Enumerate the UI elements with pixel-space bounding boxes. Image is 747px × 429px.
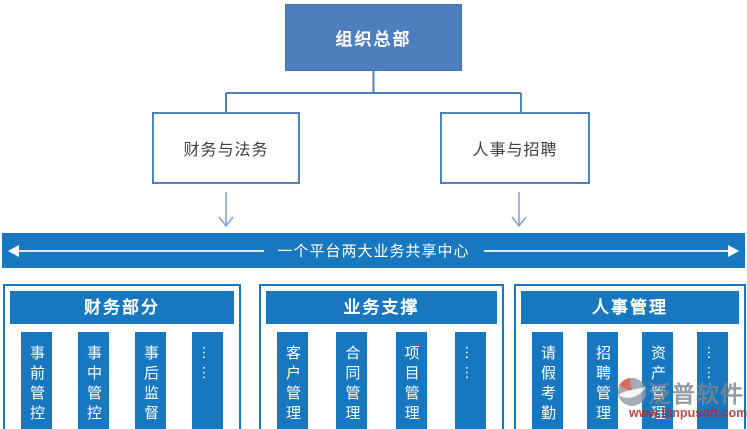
item-customer-mgmt: 客户管理 [277, 332, 308, 429]
item-pre-control: 事前管控 [21, 332, 52, 429]
item-leave-attendance: 请假考勤 [532, 332, 563, 429]
section-finance: 财务部分 事前管控 事中管控 事后监督 …… [3, 284, 241, 429]
shared-center-label: 一个平台两大业务共享中心 [277, 243, 470, 260]
item-more-dots: …… [454, 332, 486, 429]
item-mid-control: 事中管控 [78, 332, 109, 429]
arrow-left-icon [8, 244, 19, 257]
section-business-items: 客户管理 合同管理 项目管理 …… [261, 324, 502, 429]
item-recruit-mgmt: 招聘管理 [587, 332, 618, 429]
item-asset-mgmt: 资产管理 [642, 332, 673, 429]
root-node-hq: 组织总部 [285, 4, 462, 71]
item-post-supervision: 事后监督 [135, 332, 166, 429]
item-more-dots: …… [192, 332, 223, 429]
section-hr: 人事管理 请假考勤 招聘管理 资产管理 …… [514, 284, 746, 429]
node-hr-recruiting-label: 人事与招聘 [472, 142, 558, 159]
down-arrow-icon [218, 192, 527, 228]
section-hr-items: 请假考勤 招聘管理 资产管理 …… [516, 324, 744, 429]
root-node-label: 组织总部 [335, 30, 412, 49]
node-finance-legal-label: 财务与法务 [183, 142, 269, 159]
item-project-mgmt: 项目管理 [395, 332, 427, 429]
section-finance-items: 事前管控 事中管控 事后监督 …… [5, 324, 239, 429]
section-business-support: 业务支撑 客户管理 合同管理 项目管理 …… [259, 284, 504, 429]
section-business-title: 业务支撑 [266, 291, 497, 324]
node-hr-recruiting: 人事与招聘 [440, 112, 590, 184]
section-finance-title: 财务部分 [10, 291, 234, 324]
shared-center-bar: 一个平台两大业务共享中心 [2, 233, 745, 268]
arrow-right-icon [728, 244, 740, 257]
item-contract-mgmt: 合同管理 [336, 332, 368, 429]
bar-line-left [19, 249, 264, 252]
item-more-dots: …… [697, 332, 728, 429]
section-hr-title: 人事管理 [521, 291, 739, 324]
node-finance-legal: 财务与法务 [152, 112, 300, 184]
bar-line-right [483, 249, 729, 252]
